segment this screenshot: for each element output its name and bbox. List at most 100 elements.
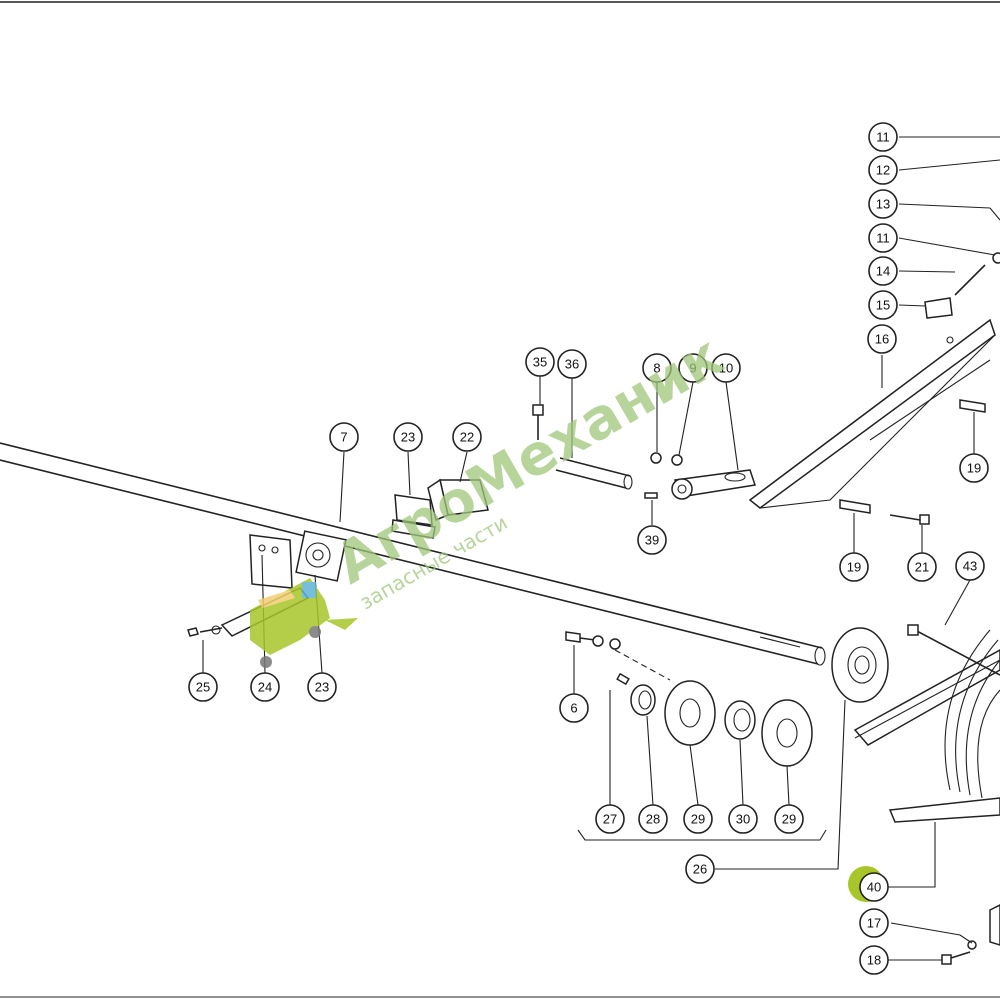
pins-19 — [839, 399, 986, 514]
callout-21: 21 — [907, 552, 937, 582]
frame-rail-upper — [853, 649, 1000, 746]
callout-25: 25 — [188, 672, 218, 702]
callout-circle — [188, 672, 218, 702]
callout-circle — [774, 804, 804, 834]
frame-rail-lower — [888, 797, 1000, 823]
callout-number: 7 — [340, 430, 347, 445]
assembled-flange — [831, 627, 889, 703]
callout-circle — [452, 422, 482, 452]
callout-number: 40 — [867, 880, 881, 895]
callout-11: 11 — [868, 223, 898, 253]
callout-number: 19 — [967, 461, 981, 476]
callout-23: 23 — [393, 422, 423, 452]
callout-circle — [868, 189, 898, 219]
clamp-bracket-22 — [427, 478, 489, 522]
callout-circle — [642, 353, 672, 383]
callout-number: 30 — [736, 812, 750, 827]
callout-circle — [637, 525, 667, 555]
callout-number: 26 — [693, 862, 707, 877]
callout-circle — [595, 804, 625, 834]
callout-number: 35 — [533, 355, 547, 370]
clamp-bracket-23 — [391, 494, 436, 539]
callout-29: 29 — [774, 804, 804, 834]
callout-circle — [329, 422, 359, 452]
main-shaft — [0, 442, 826, 666]
callout-19: 19 — [839, 552, 869, 582]
callout-circle — [868, 223, 898, 253]
washer-9 — [671, 454, 683, 466]
assembly-axis — [614, 649, 671, 681]
drum-coils — [944, 629, 1000, 799]
callout-14: 14 — [868, 256, 898, 286]
callout-circle — [685, 854, 715, 884]
callout-circle — [683, 804, 713, 834]
callout-27: 27 — [595, 804, 625, 834]
callout-circle — [907, 552, 937, 582]
bolt-43 — [907, 624, 1000, 676]
callout-number: 19 — [847, 560, 861, 575]
callout-number: 10 — [719, 361, 733, 376]
callout-circle — [959, 453, 989, 483]
callout-7: 7 — [329, 422, 359, 452]
callout-36: 36 — [557, 349, 587, 379]
callout-39: 39 — [637, 525, 667, 555]
callout-number: 12 — [876, 163, 890, 178]
callout-circle — [638, 804, 668, 834]
callout-number: 18 — [867, 953, 881, 968]
highlighted-part-24 — [250, 578, 358, 668]
callout-28: 28 — [638, 804, 668, 834]
assembly-bracket-26 — [577, 829, 827, 841]
callout-number: 25 — [196, 680, 210, 695]
callout-circle — [393, 422, 423, 452]
callout-circle — [859, 872, 889, 902]
shaft-bearing-block — [295, 530, 347, 582]
callout-11: 11 — [868, 122, 898, 152]
bolt-21 — [889, 514, 930, 525]
grease-nipple-27 — [616, 672, 630, 686]
callout-number: 43 — [963, 559, 977, 574]
callout-number: 21 — [915, 560, 929, 575]
flange-29a — [664, 680, 716, 746]
callout-number: 17 — [867, 916, 881, 931]
callout-12: 12 — [868, 155, 898, 185]
callout-10: 10 — [711, 353, 741, 383]
callout-22: 22 — [452, 422, 482, 452]
callout-number: 11 — [876, 231, 890, 246]
callout-number: 14 — [876, 264, 890, 279]
pin-36 — [555, 457, 633, 490]
callout-number: 39 — [645, 533, 659, 548]
callout-43: 43 — [955, 551, 985, 581]
callout-number: 16 — [875, 332, 889, 347]
callout-circle — [868, 122, 898, 152]
callout-circle — [867, 324, 897, 354]
callout-9: 9 — [678, 353, 708, 383]
callout-16: 16 — [867, 324, 897, 354]
callout-number: 6 — [570, 701, 577, 716]
callout-number: 13 — [876, 197, 890, 212]
callout-8: 8 — [642, 353, 672, 383]
bearing-30 — [724, 700, 756, 740]
callout-26: 26 — [685, 854, 715, 884]
bolt-35 — [532, 404, 544, 440]
bolt-18 — [941, 904, 1000, 965]
callout-number: 29 — [782, 812, 796, 827]
callout-number: 36 — [565, 357, 579, 372]
link-plate-10 — [671, 469, 756, 500]
callout-number: 9 — [689, 361, 696, 376]
callout-30: 30 — [728, 804, 758, 834]
callout-13: 13 — [868, 189, 898, 219]
callout-number: 23 — [401, 430, 415, 445]
arm-16 — [748, 318, 996, 509]
callout-circle — [868, 256, 898, 286]
callout-number: 28 — [646, 812, 660, 827]
mount-plate — [249, 534, 293, 589]
callout-circle — [868, 155, 898, 185]
callout-6: 6 — [559, 693, 589, 723]
callout-35: 35 — [525, 347, 555, 377]
callout-29: 29 — [683, 804, 713, 834]
callout-circle — [728, 804, 758, 834]
callout-18: 18 — [859, 945, 889, 975]
callout-circle — [859, 945, 889, 975]
callout-circle — [307, 672, 337, 702]
